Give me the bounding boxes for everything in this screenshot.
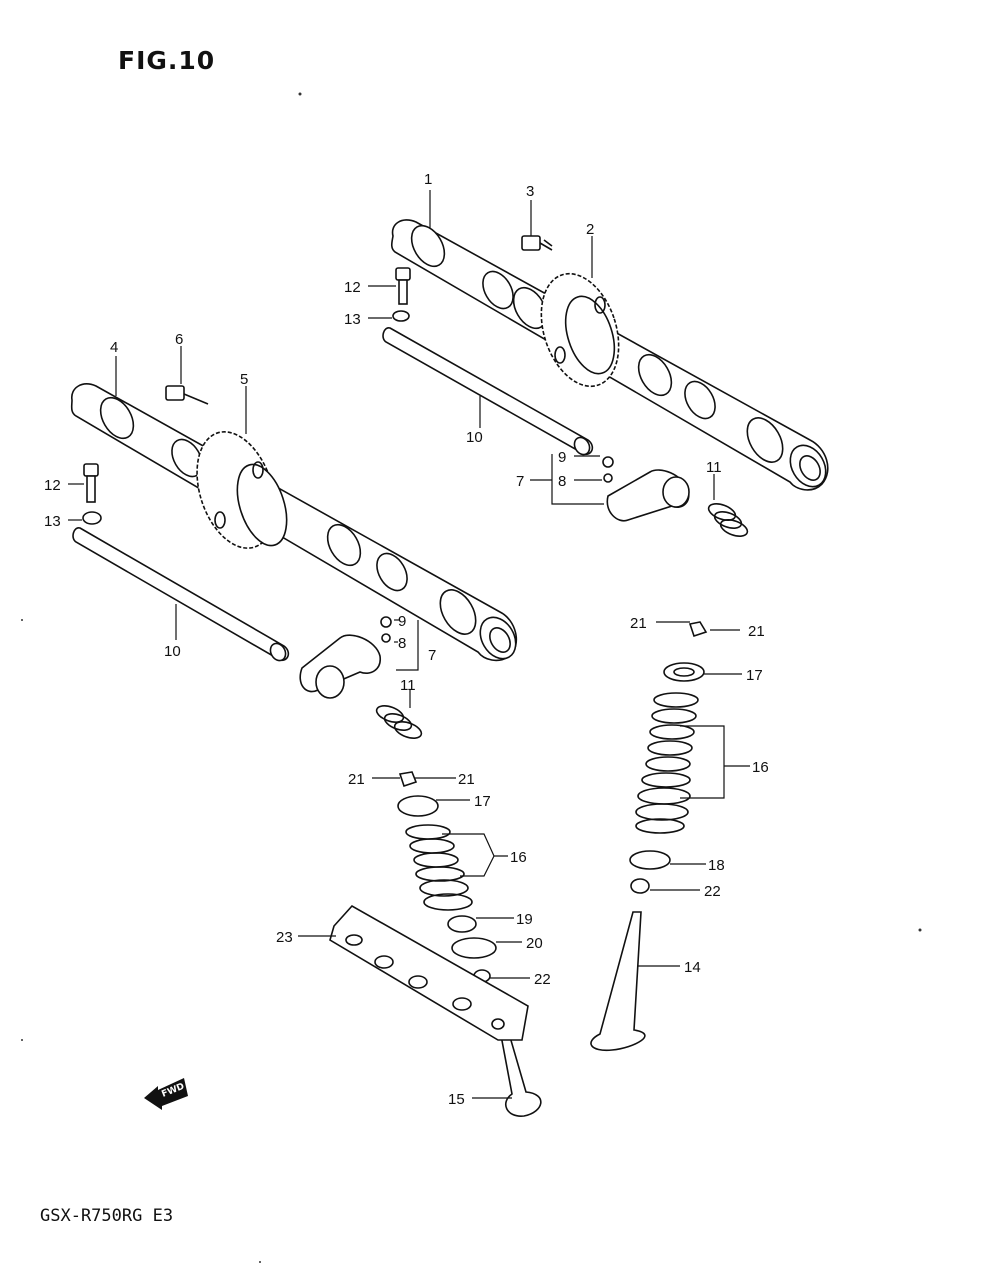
rocker-arm-upper bbox=[602, 456, 690, 522]
callout-15: 15 bbox=[448, 1091, 465, 1108]
callout-18: 18 bbox=[708, 857, 725, 874]
callout-9-upper: 9 bbox=[558, 449, 566, 466]
rocker-shaft-lower bbox=[72, 527, 290, 662]
callout-8-upper: 8 bbox=[558, 473, 566, 490]
callout-17-right: 17 bbox=[746, 667, 763, 684]
callout-2: 3 bbox=[526, 183, 534, 200]
cam-sprocket-upper bbox=[540, 272, 620, 388]
bolt-12-upper bbox=[392, 267, 411, 322]
fwd-arrow-icon: FWD bbox=[144, 1078, 188, 1110]
callout-22-right: 22 bbox=[704, 883, 721, 900]
callout-8-lower: 8 bbox=[398, 635, 406, 652]
callout-14: 14 bbox=[684, 959, 701, 976]
callout-6: 6 bbox=[175, 331, 183, 348]
valve-assembly-left bbox=[397, 771, 542, 1117]
callout-1: 1 bbox=[424, 171, 432, 188]
callout-22-left: 22 bbox=[534, 971, 551, 988]
callout-3: 2 bbox=[586, 221, 594, 238]
callout-12-upper: 12 bbox=[344, 279, 361, 296]
camshaft-lower bbox=[70, 383, 518, 662]
callout-numbers: 1 3 2 4 6 5 12 13 10 12 13 10 9 8 7 11 9… bbox=[44, 171, 769, 1108]
callout-11-upper: 11 bbox=[706, 459, 722, 476]
bolt-part-3 bbox=[521, 235, 553, 251]
callout-20: 20 bbox=[526, 935, 543, 952]
callout-10-lower: 10 bbox=[164, 643, 181, 660]
callout-11-lower: 11 bbox=[400, 677, 416, 694]
callout-5: 5 bbox=[240, 371, 248, 388]
figure-title: FIG.10 bbox=[118, 46, 216, 75]
valve-assembly-right bbox=[590, 621, 708, 1052]
callout-21-right-b: 21 bbox=[748, 623, 765, 640]
callout-16-right: 16 bbox=[752, 759, 769, 776]
callout-23: 23 bbox=[276, 929, 293, 946]
model-code: GSX-R750RG E3 bbox=[40, 1206, 174, 1226]
rocker-shaft-upper bbox=[382, 327, 594, 456]
bolt-12-lower bbox=[82, 463, 102, 525]
callout-13-lower: 13 bbox=[44, 513, 61, 530]
callout-4: 4 bbox=[110, 339, 118, 356]
callout-13-upper: 13 bbox=[344, 311, 361, 328]
callout-19: 19 bbox=[516, 911, 533, 928]
callout-7-upper: 7 bbox=[516, 473, 524, 490]
bolt-part-6 bbox=[165, 385, 209, 405]
guide-plate-23 bbox=[329, 904, 529, 1041]
rocker-arm-lower bbox=[299, 616, 392, 699]
callout-12-lower: 12 bbox=[44, 477, 61, 494]
spring-11-lower bbox=[375, 705, 423, 739]
leader-lines bbox=[68, 190, 750, 1099]
callout-10-upper: 10 bbox=[466, 429, 483, 446]
callout-7-lower: 7 bbox=[428, 647, 436, 664]
callout-21-left-b: 21 bbox=[458, 771, 475, 788]
scan-specks bbox=[21, 92, 922, 1263]
callout-16-left: 16 bbox=[510, 849, 527, 866]
callout-21-left-a: 21 bbox=[348, 771, 365, 788]
callout-17-left: 17 bbox=[474, 793, 491, 810]
cam-sprocket-lower bbox=[196, 431, 288, 549]
callout-21-right-a: 21 bbox=[630, 615, 647, 632]
callout-9-lower: 9 bbox=[398, 613, 406, 630]
spring-11-upper bbox=[707, 503, 749, 537]
